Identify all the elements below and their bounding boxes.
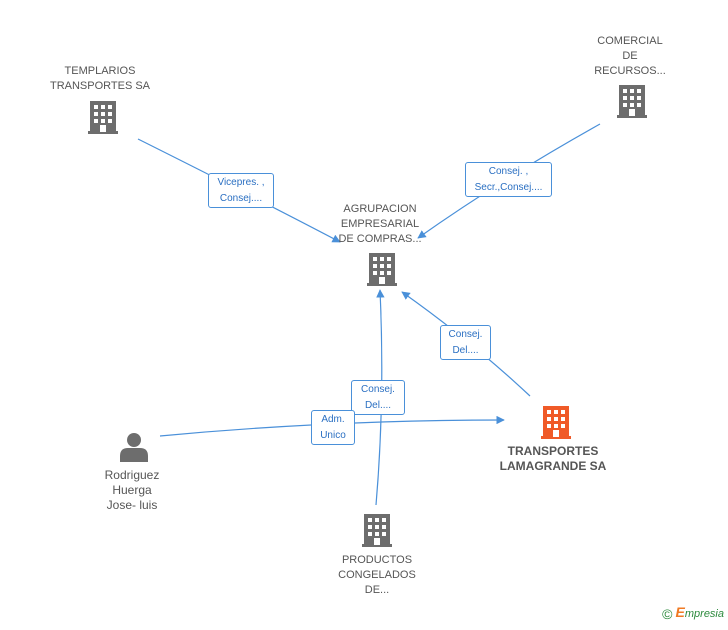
building-icon[interactable] — [88, 101, 118, 134]
node-label-productos[interactable]: PRODUCTOS CONGELADOS DE... — [338, 554, 416, 596]
copyright-symbol: © — [662, 606, 673, 622]
edge-label-vicepres[interactable]: Vicepres. , Consej.... — [208, 173, 274, 208]
edge-label-adm-unico[interactable]: Adm. Unico — [311, 410, 355, 445]
building-icon[interactable] — [367, 253, 397, 286]
building-icon-focus[interactable] — [541, 406, 571, 439]
node-label-agrupacion[interactable]: AGRUPACION EMPRESARIAL DE COMPRAS... — [338, 203, 422, 245]
building-icon[interactable] — [617, 85, 647, 118]
edge-label-consej-del-lamagrande[interactable]: Consej. Del.... — [440, 325, 491, 360]
empresia-footer: © Empresia — [662, 604, 724, 622]
building-icon[interactable] — [362, 514, 392, 547]
node-label-comercial[interactable]: COMERCIAL DE RECURSOS... — [594, 35, 666, 77]
edge-label-consej-del-productos[interactable]: Consej. Del.... — [351, 380, 405, 415]
edge-label-consej-secr[interactable]: Consej. , Secr.,Consej.... — [465, 162, 552, 197]
person-icon[interactable] — [119, 432, 149, 462]
node-label-templarios[interactable]: TEMPLARIOS TRANSPORTES SA — [49, 65, 151, 92]
node-label-rodriguez[interactable]: Rodriguez Huerga Jose- luis — [104, 468, 160, 512]
empresia-logo-text: mpresia — [684, 607, 724, 620]
node-label-lamagrande[interactable]: TRANSPORTES LAMAGRANDE SA — [499, 444, 607, 473]
empresia-logo-initial: E — [675, 603, 685, 620]
